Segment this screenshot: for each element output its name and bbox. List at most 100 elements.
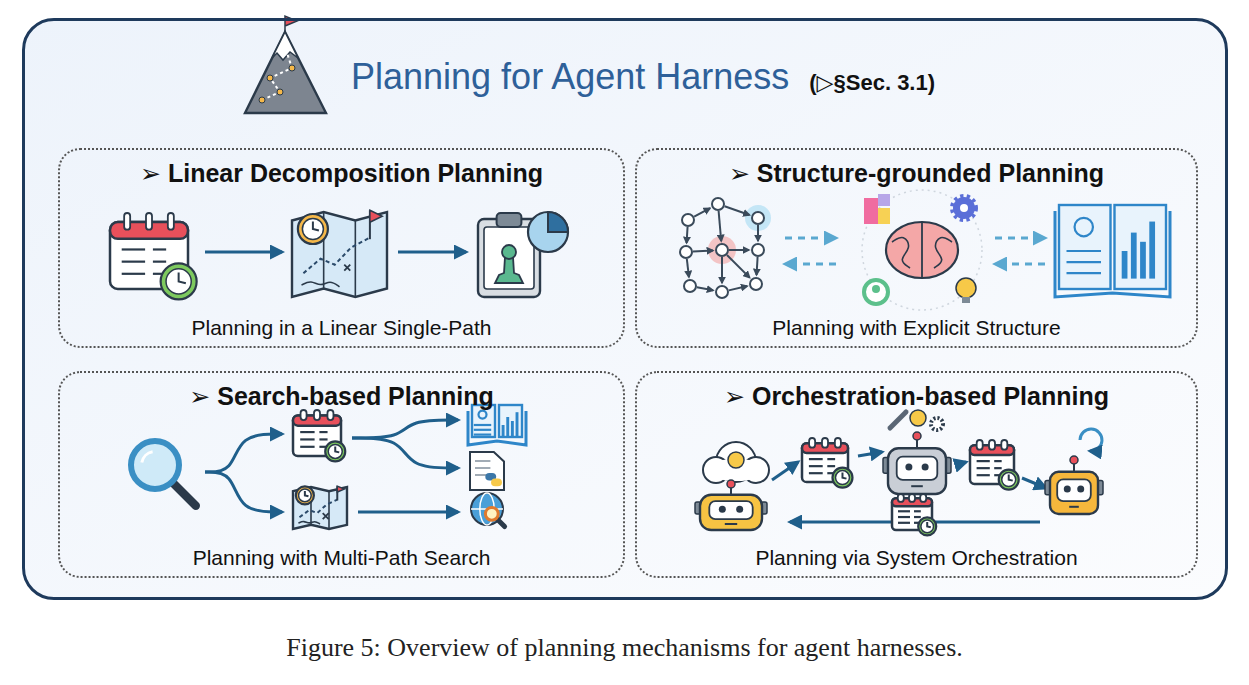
map-sheet [293, 487, 347, 529]
clock-inner [166, 269, 191, 294]
calendar-row [898, 522, 910, 524]
map-cross [344, 265, 350, 271]
magnifier-lens [131, 441, 179, 489]
halo [862, 190, 982, 310]
bar [1149, 222, 1155, 279]
graph-edge [757, 257, 758, 275]
bulb-icon [910, 410, 926, 426]
graph-node [752, 244, 764, 256]
clipboard-paper [484, 227, 534, 289]
chess-head [502, 245, 516, 259]
clock-inner [328, 444, 342, 458]
book-page [1059, 205, 1111, 289]
bar [1140, 242, 1146, 279]
graph-edge [719, 211, 722, 241]
bar [516, 412, 519, 437]
graph-node [682, 214, 694, 226]
flow-arrow [205, 251, 282, 254]
calendar-row [809, 465, 823, 467]
pie-slice [548, 212, 568, 232]
brain-shape [886, 222, 958, 278]
box-heading: ➢ Orchestration-based Planning [637, 381, 1196, 411]
clock-badge [325, 441, 345, 461]
map-flag [370, 210, 382, 222]
robot-mouth [725, 523, 737, 525]
robot-antenna-tip [1070, 456, 1078, 464]
trail-dot [267, 75, 273, 81]
flow-arrow [785, 263, 836, 266]
calendar-ring [835, 438, 841, 448]
clock-hands [1009, 475, 1013, 481]
calendar-ring [327, 410, 333, 420]
calendar-row [827, 458, 835, 460]
trail-dot [259, 97, 265, 103]
flow-arrow [205, 434, 282, 472]
trail-dot [277, 89, 283, 95]
graph-edge [694, 208, 710, 216]
clock-inner [835, 471, 849, 485]
clock-badge [999, 470, 1019, 490]
flow-arrow [785, 237, 836, 240]
panel-ground [24, 20, 1227, 599]
mountain-trail [262, 50, 292, 100]
clock-inner [299, 489, 312, 502]
flow-arrow [352, 420, 458, 438]
panel: ➢ Linear Decomposition PlanningPlanning … [22, 18, 1228, 600]
robot-head [888, 448, 946, 494]
calendar-ring [920, 494, 926, 502]
flow-arrow [772, 462, 798, 480]
calendar-ring [977, 440, 983, 450]
calendar-ring [1001, 440, 1007, 450]
mountain-snow [272, 32, 298, 60]
graph-edge [687, 227, 688, 243]
robot-face [709, 501, 752, 519]
clock-face [296, 486, 314, 504]
magnifier-lens [485, 507, 498, 520]
map-sheet [292, 212, 387, 297]
mountain [245, 32, 326, 113]
bulb-icon [728, 452, 744, 468]
clock-inner [921, 520, 934, 533]
calendar-ring [809, 438, 815, 448]
bar [1122, 251, 1128, 279]
document-line [475, 467, 490, 469]
robot-eye [1064, 486, 1071, 493]
calendar-row [122, 273, 145, 275]
calendar-row [977, 467, 990, 469]
box-caption: Planning in a Linear Single-Path [60, 315, 623, 340]
clock-face [999, 470, 1019, 490]
map-waves [302, 282, 340, 287]
calendar-row [977, 460, 990, 462]
trail-dot [289, 65, 295, 71]
book-icon [468, 405, 526, 445]
graph-edge [757, 225, 759, 241]
calendar-ring [822, 438, 828, 448]
page-line [1067, 250, 1102, 252]
refresh-icon [1080, 429, 1102, 451]
calendar-ring [898, 494, 904, 502]
calendar-row [122, 248, 145, 250]
clock-hands [313, 222, 319, 231]
flow-arrow [205, 472, 282, 512]
flow-arrow [995, 237, 1045, 240]
page-line [474, 434, 491, 436]
planning-box: ➢ Orchestration-based PlanningPlanning v… [635, 371, 1198, 578]
graph-node [716, 286, 728, 298]
map-flag [337, 486, 344, 492]
graph-node [752, 212, 764, 224]
calendar-row [914, 516, 921, 518]
page-line [1067, 261, 1102, 263]
clock-face [918, 517, 936, 535]
map-icon [292, 210, 387, 297]
clock-inner [1002, 473, 1016, 487]
graph-edge [697, 287, 713, 290]
page-line [474, 429, 491, 431]
calendar-ring [909, 494, 915, 502]
calendar-row [300, 431, 314, 433]
flow-arrow [1022, 478, 1046, 488]
robot-eye [922, 463, 929, 470]
flow-arrow [352, 438, 458, 468]
clock-hands [842, 473, 846, 479]
bulb-base [962, 297, 970, 303]
